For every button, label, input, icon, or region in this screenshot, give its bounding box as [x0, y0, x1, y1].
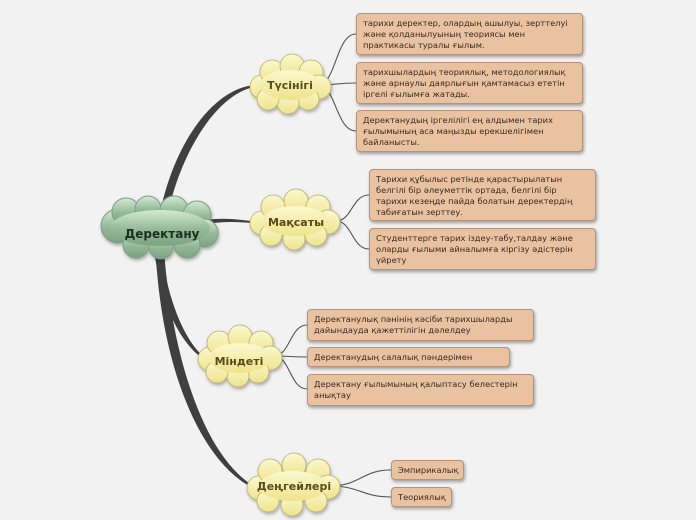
leaf-concept-2[interactable]: тарихшылардың теориялық, методологиялық … — [356, 62, 583, 104]
root-connectors — [153, 85, 255, 487]
leaf-purpose-1[interactable]: Тарихи құбылыс ретінде қарастырылатын бе… — [369, 169, 596, 221]
branch-node-tasks[interactable] — [197, 324, 283, 388]
branch-node-concept[interactable] — [249, 53, 332, 115]
branch-node-levels[interactable] — [246, 452, 341, 517]
leaf-tasks-3[interactable]: Деректану ғылымының қалыптасу белестерін… — [307, 374, 534, 406]
connector-root-concept — [160, 85, 255, 213]
branch-node-purpose[interactable] — [249, 188, 341, 251]
leaf-concept-1[interactable]: тарихи деректер, олардың ашылуы, зерттел… — [356, 13, 583, 55]
leaf-tasks-2[interactable]: Деректанудың салалық пәндерімен танысу — [307, 347, 510, 367]
leaf-levels-1[interactable]: Эмпирикалық — [391, 460, 464, 480]
connector-root-levels — [155, 238, 252, 487]
leaf-levels-2[interactable]: Теориялық — [391, 487, 452, 507]
connector-purpose-1 — [335, 194, 370, 222]
leaf-tasks-1[interactable]: Деректанулық пәнінің кәсіби тарихшыларды… — [307, 309, 534, 341]
connector-purpose-2 — [335, 220, 370, 250]
root-node[interactable] — [100, 195, 219, 260]
leaf-purpose-2[interactable]: Студенттерге тарих іздеу-табу,талдау жән… — [369, 228, 596, 270]
connector-root-purpose — [206, 218, 252, 224]
leaf-concept-3[interactable]: Деректанудың іргелілігі ең алдымен тарих… — [356, 110, 583, 152]
